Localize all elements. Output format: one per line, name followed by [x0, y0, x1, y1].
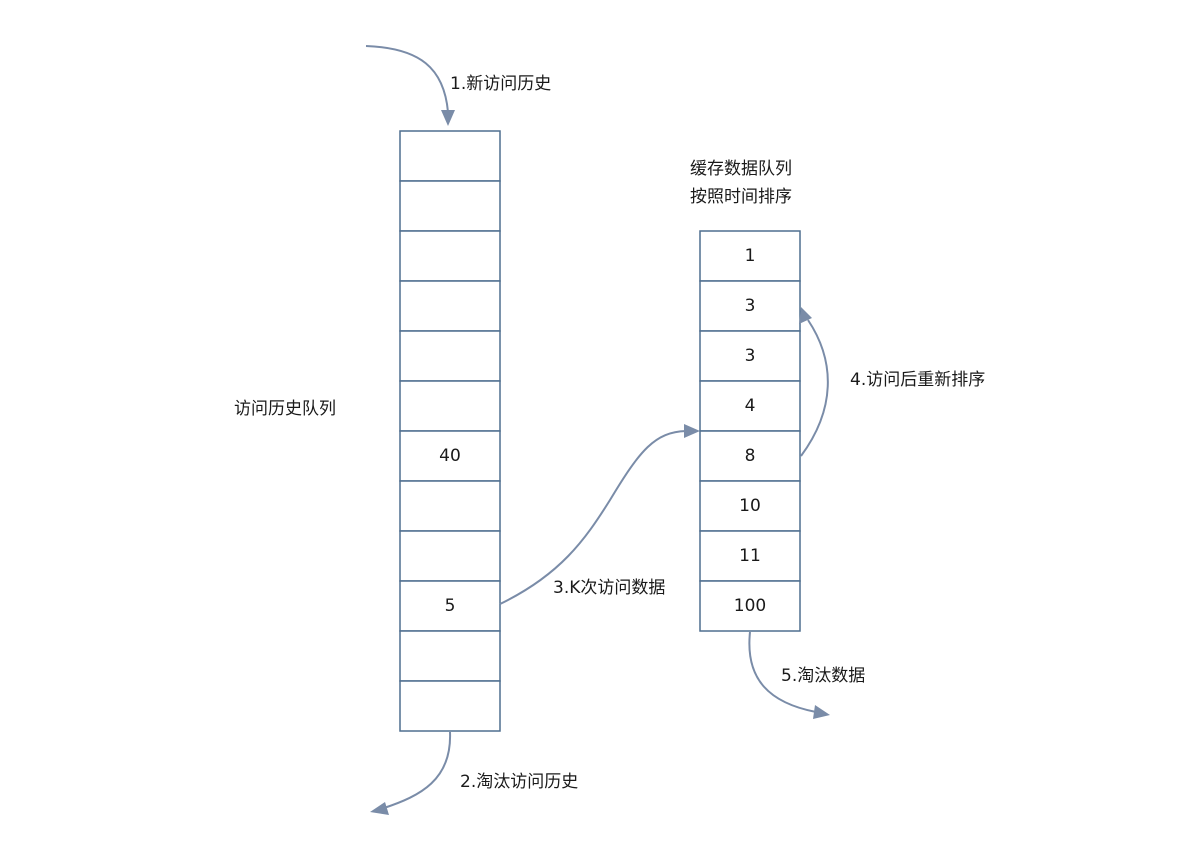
step2-label: 2.淘汰访问历史	[460, 772, 578, 792]
arrow-new-history	[365, 45, 449, 113]
cache-queue-cell-value: 11	[739, 546, 761, 566]
history-queue-cell	[399, 580, 501, 632]
history-queue: 40 5	[399, 130, 501, 732]
step3-label: 3.K次访问数据	[553, 578, 665, 598]
history-queue-cell	[399, 180, 501, 232]
cache-queue-cell-value: 8	[745, 446, 756, 466]
arrow-evict-history	[383, 731, 452, 809]
cache-queue-cell	[699, 280, 801, 332]
arrow-reorder-head	[799, 307, 812, 324]
arrow-evict-history-head	[370, 802, 389, 815]
cache-queue-title-line2: 按照时间排序	[690, 187, 792, 207]
step4-label: 4.访问后重新排序	[850, 370, 985, 390]
history-queue-cell	[399, 380, 501, 432]
history-queue-cell	[399, 280, 501, 332]
cache-queue-cell-value: 100	[734, 596, 766, 616]
history-queue-title: 访问历史队列	[234, 399, 336, 419]
step5-label: 5.淘汰数据	[781, 666, 865, 686]
cache-queue-cell-value: 4	[745, 396, 756, 416]
history-queue-cell	[399, 680, 501, 732]
history-queue-cell	[399, 130, 501, 182]
cache-queue-cell-value: 3	[745, 296, 756, 316]
cache-queue-cell	[699, 380, 801, 432]
history-queue-cell	[399, 630, 501, 682]
step1-label: 1.新访问历史	[450, 74, 551, 94]
history-queue-cell	[399, 480, 501, 532]
history-queue-cell	[399, 230, 501, 282]
history-queue-cell-value: 5	[445, 596, 456, 616]
cache-queue-cell	[699, 480, 801, 532]
cache-queue-cell-value: 10	[739, 496, 761, 516]
history-queue-cell	[399, 530, 501, 582]
cache-queue-title-line1: 缓存数据队列	[690, 159, 792, 179]
arrow-reorder	[800, 319, 829, 457]
cache-queue-cell	[699, 580, 801, 632]
cache-queue-cell-value: 1	[745, 246, 756, 266]
history-queue-cell-value: 40	[439, 446, 461, 466]
arrow-evict-data-head	[813, 705, 830, 719]
arrow-evict-data	[748, 631, 817, 713]
history-queue-cell	[399, 330, 501, 382]
history-queue-cell	[399, 430, 501, 482]
arrow-kth-access-head	[684, 424, 700, 438]
arrow-kth-access	[499, 430, 687, 605]
cache-queue: 1 3 3 4 8 10 11 100	[699, 230, 801, 632]
arrow-new-history-head	[441, 110, 455, 126]
cache-queue-cell-value: 3	[745, 346, 756, 366]
